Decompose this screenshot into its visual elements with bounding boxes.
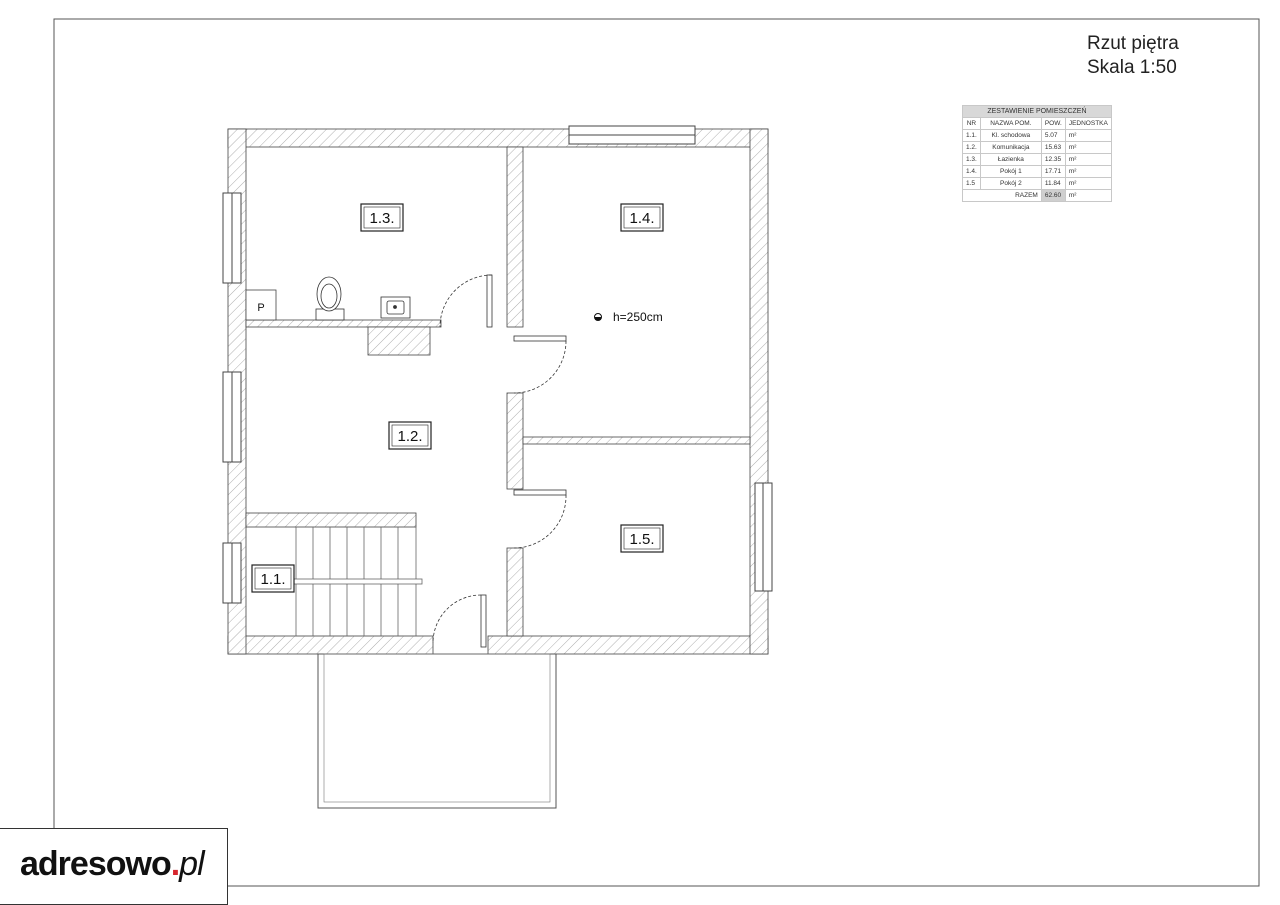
room-schedule-table: ZESTAWIENIE POMIESZCZEŃ NR NAZWA POM. PO…: [962, 105, 1112, 202]
doors: [432, 274, 567, 648]
svg-text:1.2.: 1.2.: [397, 428, 422, 445]
room-labels: 1.3. 1.4. 1.2. 1.5. 1.1.: [251, 203, 664, 593]
total-area: 62.60: [1040, 189, 1066, 202]
room-label-1-5: 1.5.: [620, 524, 664, 553]
pantry-mark: P: [257, 302, 264, 314]
room-label-1-1: 1.1.: [251, 564, 295, 593]
col-name-header: NAZWA POM.: [979, 117, 1042, 130]
table-caption: ZESTAWIENIE POMIESZCZEŃ: [962, 105, 1112, 118]
svg-text:1.1.: 1.1.: [260, 571, 285, 588]
svg-text:1.5.: 1.5.: [629, 531, 654, 548]
windows: [222, 125, 773, 604]
room-label-1-3: 1.3.: [360, 203, 404, 232]
balcony: [317, 653, 557, 809]
staircase: [291, 526, 423, 637]
adresowo-logo: adresowo.pl: [0, 828, 228, 905]
height-marker-icon: [594, 313, 602, 321]
col-unit-header: JEDNOSTKA: [1064, 117, 1112, 130]
col-area-header: POW.: [1040, 117, 1066, 130]
svg-text:1.4.: 1.4.: [629, 210, 654, 227]
drawing-scale: Skala 1:50: [1087, 57, 1177, 78]
drawing-title: Rzut piętra: [1087, 33, 1179, 54]
walls: [227, 128, 769, 655]
col-nr-header: NR: [962, 117, 981, 130]
room-label-1-4: 1.4.: [620, 203, 664, 232]
height-note: h=250cm: [613, 310, 663, 324]
table-total-row: RAZEM 62.60 m²: [962, 189, 1112, 202]
svg-text:1.3.: 1.3.: [369, 210, 394, 227]
room-label-1-2: 1.2.: [388, 421, 432, 450]
sheet-frame: [53, 18, 1260, 887]
bathroom-fixtures: [315, 276, 411, 321]
